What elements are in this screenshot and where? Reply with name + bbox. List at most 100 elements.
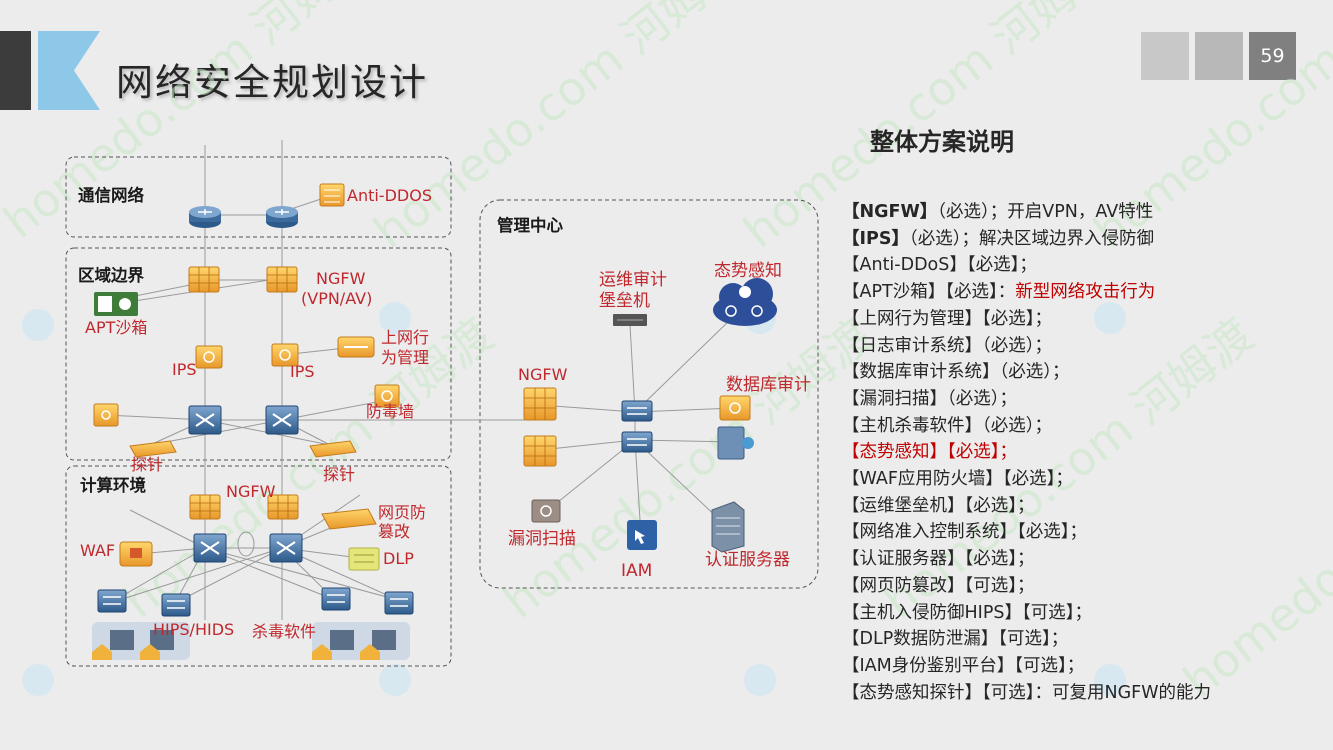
label-vpn-av: (VPN/AV) — [301, 289, 373, 308]
explanation-item: 【APT沙箱】【必选】：新型网络攻击行为 — [842, 282, 1156, 303]
explanation-list: 【NGFW】（必选）；开启VPN，AV特性 【IPS】（必选）；解决区域边界入侵… — [842, 199, 1322, 706]
dlp-device-icon — [348, 547, 380, 571]
core-switch-icon — [269, 533, 303, 563]
firewall-icon — [189, 494, 221, 520]
label-anti-ddos: Anti-DDOS — [347, 186, 432, 205]
label-ngfw-top: NGFW — [316, 269, 366, 288]
firewall-icon — [266, 266, 298, 293]
log-audit-server-icon — [717, 426, 754, 460]
label-ngfw-compute: NGFW — [226, 482, 276, 501]
explanation-item: 【Anti-DDoS】【必选】； — [842, 255, 1037, 276]
label-probe-left: 探针 — [131, 455, 164, 474]
probe-device-icon — [93, 403, 119, 427]
explanation-item: 【漏洞扫描】（必选）； — [842, 388, 1017, 409]
core-switch-icon — [193, 533, 227, 563]
explanation-title: 整体方案说明 — [870, 128, 1014, 156]
explanation-item: 【NGFW】（必选）；开启VPN，AV特性 — [842, 202, 1154, 222]
explanation-item: 【网络准入控制系统】【必选】； — [842, 522, 1087, 543]
zone-label-comm: 通信网络 — [78, 186, 144, 205]
label-iam: IAM — [621, 561, 653, 581]
behavior-management-icon — [337, 336, 375, 358]
explanation-item: 【态势感知探针】【可选】：可复用NGFW的能力 — [842, 682, 1212, 703]
access-switch-icon — [97, 589, 127, 613]
core-switch-icon — [265, 405, 299, 435]
access-switch-icon — [384, 591, 414, 615]
label-ips-left: IPS — [172, 360, 197, 379]
page-number: 59 — [1249, 32, 1296, 80]
label-webguard-1: 网页防 — [378, 503, 427, 522]
zone-boundary-box — [65, 247, 452, 461]
explanation-item: 【主机入侵防御HIPS】【可选】； — [842, 602, 1092, 623]
host-group-icon — [312, 622, 410, 660]
label-hips: HIPS/HIDS — [153, 620, 235, 639]
explanation-item: 【运维堡垒机】【必选】； — [842, 495, 1035, 516]
mgmt-switch-icon — [621, 400, 653, 422]
zone-label-boundary: 区域边界 — [78, 266, 144, 285]
explanation-item: 【主机杀毒软件】（必选）； — [842, 415, 1052, 436]
explanation-item: 【网页防篡改】【可选】； — [842, 575, 1035, 596]
left-dark-bar — [0, 31, 31, 110]
page-title: 网络安全规划设计 — [116, 61, 428, 104]
firewall-icon — [188, 266, 220, 293]
page-box-1 — [1141, 32, 1189, 80]
router-icon — [266, 206, 298, 228]
label-vuln-scan: 漏洞扫描 — [508, 529, 576, 549]
mgmt-switch-icon — [621, 431, 653, 453]
label-audit-2: 堡垒机 — [599, 291, 650, 311]
explanation-item: 【态势感知】【必选】； — [842, 442, 1017, 463]
explanation-item: 【WAF应用防火墙】【必选】； — [842, 469, 1073, 490]
label-dlp: DLP — [383, 549, 414, 568]
core-switch-icon — [188, 405, 222, 435]
anti-ddos-device-icon — [319, 183, 345, 207]
label-antivirus-wall: 防毒墙 — [366, 402, 415, 421]
explanation-item: 【DLP数据防泄漏】【可选】； — [842, 629, 1069, 650]
explanation-item: 【认证服务器】【必选】； — [842, 549, 1035, 570]
zone-label-compute: 计算环境 — [80, 476, 146, 495]
waf-device-icon — [119, 541, 153, 567]
label-situation: 态势感知 — [714, 261, 782, 281]
zone-compute-box — [65, 465, 452, 667]
label-av-soft: 杀毒软件 — [252, 622, 317, 641]
ips-device-icon — [195, 345, 223, 369]
antivirus-wall-icon — [374, 384, 400, 408]
situation-awareness-cloud-icon — [713, 278, 777, 326]
firewall-icon — [523, 435, 557, 467]
explanation-item: 【IPS】（必选）；解决区域边界入侵防御 — [842, 228, 1154, 249]
label-probe-right: 探针 — [323, 465, 356, 484]
label-ngfw-mgmt: NGFW — [518, 365, 568, 384]
bastion-host-icon — [613, 314, 647, 326]
router-icon — [189, 206, 221, 228]
probe-icon — [309, 440, 357, 458]
access-switch-icon — [161, 593, 191, 617]
label-behavior-2: 为管理 — [381, 348, 430, 367]
database-audit-icon — [719, 395, 751, 421]
explanation-item: 【数据库审计系统】（必选）； — [842, 362, 1070, 383]
host-group-icon — [92, 622, 190, 660]
label-waf: WAF — [80, 541, 116, 560]
label-webguard-2: 篡改 — [378, 522, 411, 541]
vulnerability-scanner-icon — [531, 499, 561, 523]
label-apt: APT沙箱 — [85, 318, 148, 337]
access-switch-icon — [321, 587, 351, 611]
firewall-icon — [267, 494, 299, 520]
label-ips-right: IPS — [290, 362, 315, 381]
explanation-item: 【日志审计系统】（必选）； — [842, 335, 1052, 356]
explanation-item: 【IAM身份鉴别平台】【可选】； — [842, 655, 1085, 676]
label-audit-1: 运维审计 — [599, 270, 667, 290]
web-anti-tamper-icon — [321, 508, 377, 530]
label-db-audit: 数据库审计 — [726, 375, 811, 395]
zone-comm-box — [65, 156, 452, 238]
iam-icon — [627, 520, 657, 550]
zone-mgmt-box — [479, 199, 819, 589]
zone-label-mgmt: 管理中心 — [497, 216, 563, 235]
apt-sandbox-icon — [94, 292, 138, 316]
explanation-item: 【上网行为管理】【必选】； — [842, 308, 1052, 329]
auth-server-icon — [711, 501, 745, 553]
firewall-icon — [523, 387, 557, 421]
ips-device-icon — [271, 343, 299, 367]
page-box-2 — [1195, 32, 1243, 80]
label-behavior-1: 上网行 — [381, 328, 430, 347]
label-auth-server: 认证服务器 — [705, 550, 790, 570]
probe-icon — [129, 440, 177, 458]
